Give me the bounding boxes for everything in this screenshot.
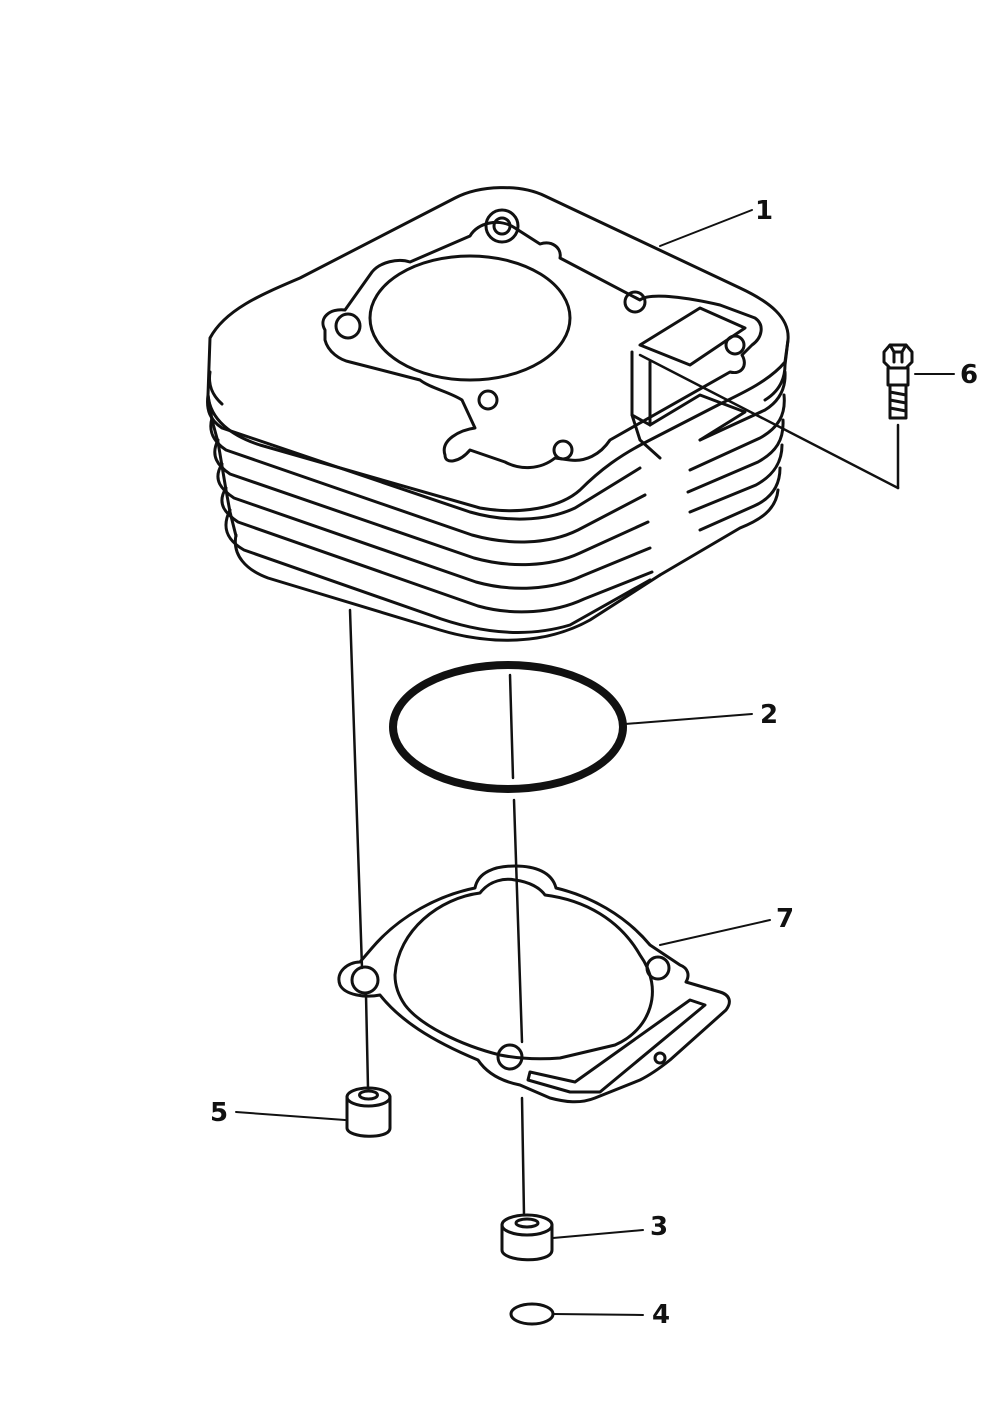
leader-3 (552, 1229, 644, 1239)
callout-1: 1 (755, 196, 774, 226)
callout-2: 2 (760, 700, 779, 730)
o-ring-icon (389, 661, 627, 793)
o-ring-icon (509, 1302, 555, 1326)
leader-7 (659, 919, 771, 946)
leader-1 (659, 209, 753, 247)
dowel-pin-icon (500, 1213, 554, 1262)
callout-7: 7 (776, 904, 795, 934)
callout-6: 6 (960, 360, 979, 390)
leader-2 (624, 713, 753, 725)
bolt-icon (882, 343, 914, 420)
alignment-lines (348, 353, 900, 1217)
cylinder-icon (206, 186, 790, 642)
callout-5: 5 (210, 1098, 229, 1128)
gasket-icon (337, 864, 731, 1104)
callout-4: 4 (652, 1300, 671, 1330)
dowel-pin-icon (345, 1086, 392, 1138)
leader-4 (552, 1313, 644, 1316)
leader-5 (235, 1111, 346, 1121)
leader-lines (235, 209, 955, 1316)
callout-3: 3 (650, 1212, 669, 1242)
